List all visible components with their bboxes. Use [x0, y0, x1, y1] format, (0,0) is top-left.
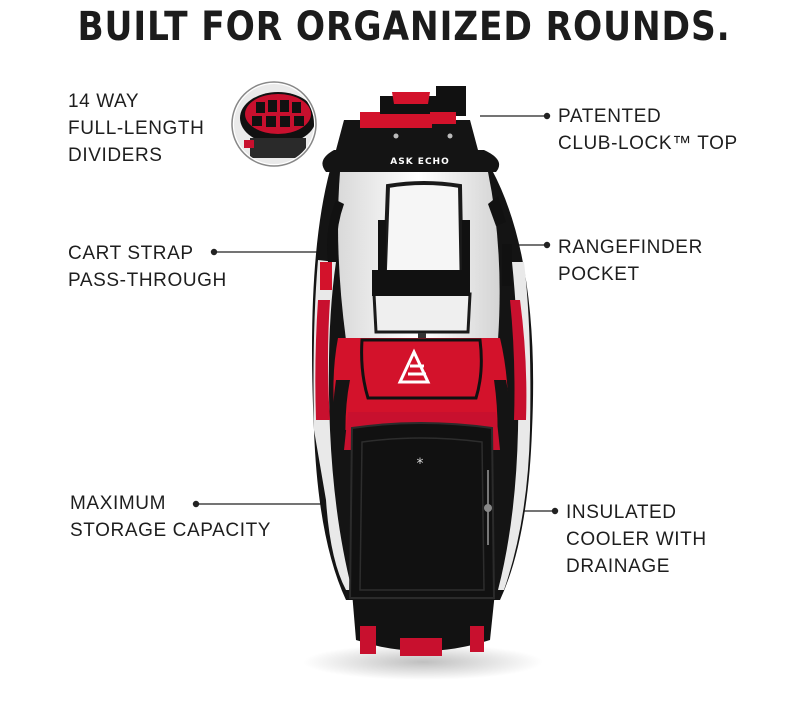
feature-storage-line2: STORAGE CAPACITY: [70, 520, 272, 541]
dividers-inset: [231, 81, 317, 167]
feature-cooler-line2: COOLER WITH: [566, 529, 707, 550]
putter-well: [436, 86, 466, 116]
feature-strap-label: CART STRAP PASS-THROUGH: [68, 240, 227, 294]
golf-bag: * ASK ECHO: [312, 86, 534, 656]
feature-dividers-line2: FULL-LENGTH: [68, 118, 205, 139]
feature-storage-label: MAXIMUM STORAGE CAPACITY: [70, 490, 271, 544]
leader-dot-rangefinder: [543, 241, 551, 249]
base-foot-center: [400, 638, 442, 656]
feature-rangefinder-label: RANGEFINDER POCKET: [558, 234, 703, 288]
brand-mark: ASK ECHO: [390, 157, 450, 167]
feature-strap-line1: CART STRAP: [68, 243, 194, 264]
feature-top-line2: CLUB-LOCK™ TOP: [558, 133, 738, 154]
feature-cooler-line3: DRAINAGE: [566, 556, 671, 577]
feature-dividers-line1: 14 WAY: [68, 91, 140, 112]
feature-dividers-line3: DIVIDERS: [68, 145, 163, 166]
cooler-pocket: [348, 422, 496, 599]
feature-cooler-label: INSULATED COOLER WITH DRAINAGE: [566, 499, 707, 580]
feature-storage-line1: MAXIMUM: [70, 493, 167, 514]
feature-dividers-label: 14 WAY FULL-LENGTH DIVIDERS: [68, 88, 204, 169]
brand-logo-icon: [397, 348, 431, 384]
feature-top-label: PATENTED CLUB-LOCK™ TOP: [558, 103, 738, 157]
feature-strap-line2: PASS-THROUGH: [68, 270, 227, 291]
base-foot-right: [470, 626, 484, 652]
headline: BUILT FOR ORGANIZED ROUNDS.: [77, 4, 731, 50]
leader-dot-strap: [210, 248, 218, 256]
feature-rangefinder-line2: POCKET: [558, 264, 640, 285]
feature-top-line1: PATENTED: [558, 106, 662, 127]
leader-dot-top: [543, 112, 551, 120]
feature-rangefinder-line1: RANGEFINDER: [558, 237, 703, 258]
feature-cooler-line1: INSULATED: [566, 502, 677, 523]
rangefinder-pocket: [381, 181, 465, 298]
leader-dot-cooler: [551, 507, 559, 515]
leader-dot-storage: [192, 500, 200, 508]
snowflake-icon: *: [417, 456, 424, 472]
base-foot-left: [360, 626, 376, 654]
